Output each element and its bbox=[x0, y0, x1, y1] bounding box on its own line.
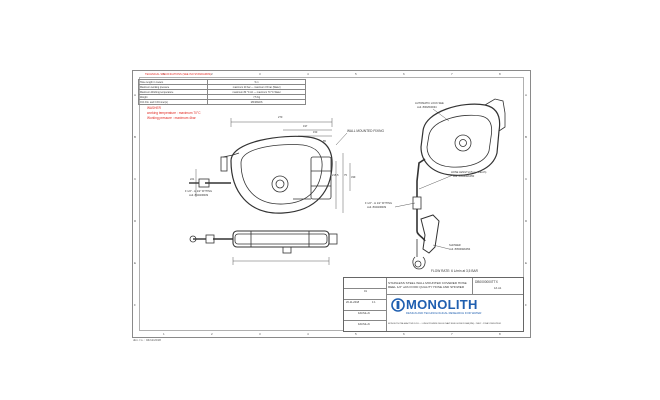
grid-label: F bbox=[525, 303, 527, 307]
label-hose-length: HOSE LENGTH (5 m - blanch) bbox=[451, 171, 487, 174]
label-fitting-right: F 1/2" - H 1/2" FITTING bbox=[365, 202, 393, 205]
tb-scale: 1:1 bbox=[372, 301, 376, 304]
grid-label: D bbox=[134, 219, 137, 223]
grid-label: 1 bbox=[163, 332, 165, 336]
spec-label: O.D./No. and O.D.Inner(s) bbox=[137, 99, 209, 105]
grid-label: 2 bbox=[211, 72, 213, 76]
grid-label: 7 bbox=[451, 332, 453, 336]
dim-85: 85 bbox=[323, 140, 326, 143]
dim-221: 221 bbox=[190, 178, 195, 181]
tb-code: DB0000000TTX bbox=[475, 280, 498, 284]
label-hose-code: cod. 80500WA050 bbox=[453, 175, 475, 178]
spec-title: TECHNICAL SPECIFICATIONS (SEE ISO STANDA… bbox=[145, 73, 212, 76]
label-shower: SHOWER bbox=[449, 244, 461, 247]
grid-label: F bbox=[134, 303, 136, 307]
drawing-sheet: 1 2 3 4 5 6 7 8 1 2 3 4 5 6 7 8 A B C D E F A B C D E F TECHNICA… bbox=[132, 70, 531, 338]
dim-153: 153 bbox=[313, 131, 318, 134]
grid-label: 8 bbox=[499, 332, 501, 336]
label-automatic-lock: AUTOMATIC LOCK SEE bbox=[415, 102, 444, 105]
grid-label: 5 bbox=[355, 332, 357, 336]
tb-sheet: 1/1 A1 bbox=[494, 287, 502, 290]
grid-label: 3 bbox=[259, 72, 261, 76]
grid-label: B bbox=[134, 135, 137, 139]
grid-label: 6 bbox=[403, 332, 405, 336]
label-flow-rate: FLOW RATE: 6 L/min at 3,5 BAR bbox=[431, 269, 478, 273]
tb-drawn: FACS2+N bbox=[358, 312, 370, 315]
grid-label: 3 bbox=[259, 332, 261, 336]
note-washer: WASHER bbox=[147, 106, 161, 110]
note-pressure: Working pressure : maximum 4bar bbox=[147, 116, 196, 120]
monolith-logo-icon bbox=[391, 298, 405, 312]
title-block: 20-11-2018 1:1 01 FACS2+N FACS2+N STAINL… bbox=[343, 277, 524, 332]
dim-215: 215,5 bbox=[332, 174, 339, 177]
grid-label: 5 bbox=[355, 72, 357, 76]
tb-revision: 01 bbox=[364, 290, 367, 293]
grid-label: A bbox=[134, 93, 137, 97]
dim-75: 75 bbox=[344, 174, 347, 177]
grid-label: A bbox=[525, 93, 528, 97]
tb-address: MONOLITH ITALIA ACTIVE S.R.L. - LUNGOTEV… bbox=[388, 323, 502, 325]
tb-company: MONOLITH bbox=[406, 297, 478, 312]
grid-label: 4 bbox=[307, 332, 309, 336]
label-fitting-right-code: cod. 80440R039 bbox=[367, 206, 387, 209]
label-wall-mount: WALL MOUNTED FIXING bbox=[347, 129, 384, 133]
grid-label: C bbox=[134, 177, 137, 181]
tb-description: STAINLESS STEEL WALL MOUNTED COVERED HOS… bbox=[388, 281, 467, 289]
drawing-frame bbox=[139, 77, 524, 331]
label-fitting-left: F 1/2" - H 1/2" FITTING bbox=[185, 190, 213, 193]
grid-label: 7 bbox=[451, 72, 453, 76]
grid-label: 2 bbox=[211, 332, 213, 336]
grid-label: E bbox=[134, 261, 137, 265]
label-shower-code: cod. 80500WA054 bbox=[449, 248, 471, 251]
spec-value: MF/MANIS bbox=[207, 99, 306, 105]
tb-date: 20-11-2018 bbox=[346, 301, 360, 304]
grid-label: 1 bbox=[163, 72, 165, 76]
grid-label: D bbox=[525, 219, 528, 223]
label-automatic-lock-code: cod. 8062W0034 bbox=[417, 106, 437, 109]
note-temperature: working temperature : maximum 70°C bbox=[147, 111, 201, 115]
grid-label: 8 bbox=[499, 72, 501, 76]
spec-row: O.D./No. and O.D.Inner(s)MF/MANIS bbox=[137, 99, 306, 105]
dim-270: 270 bbox=[278, 116, 283, 119]
grid-label: 4 bbox=[307, 72, 309, 76]
dim-339: 339 bbox=[351, 176, 356, 179]
dim-197: 197 bbox=[303, 125, 308, 128]
technical-drawing bbox=[189, 98, 506, 270]
grid-label: B bbox=[525, 135, 528, 139]
label-fitting-left-code: cod. 80440R039 bbox=[189, 194, 209, 197]
tb-checked: FACS2+N bbox=[358, 323, 370, 326]
grid-label: 6 bbox=[403, 72, 405, 76]
grid-label: E bbox=[525, 261, 528, 265]
footer-left: dim. f.s. : 04/11/2018 bbox=[133, 338, 161, 342]
grid-label: C bbox=[525, 177, 528, 181]
tb-tagline: DESIGN AND TECHNOLOGICAL RESEARCH FOR WA… bbox=[406, 311, 482, 315]
